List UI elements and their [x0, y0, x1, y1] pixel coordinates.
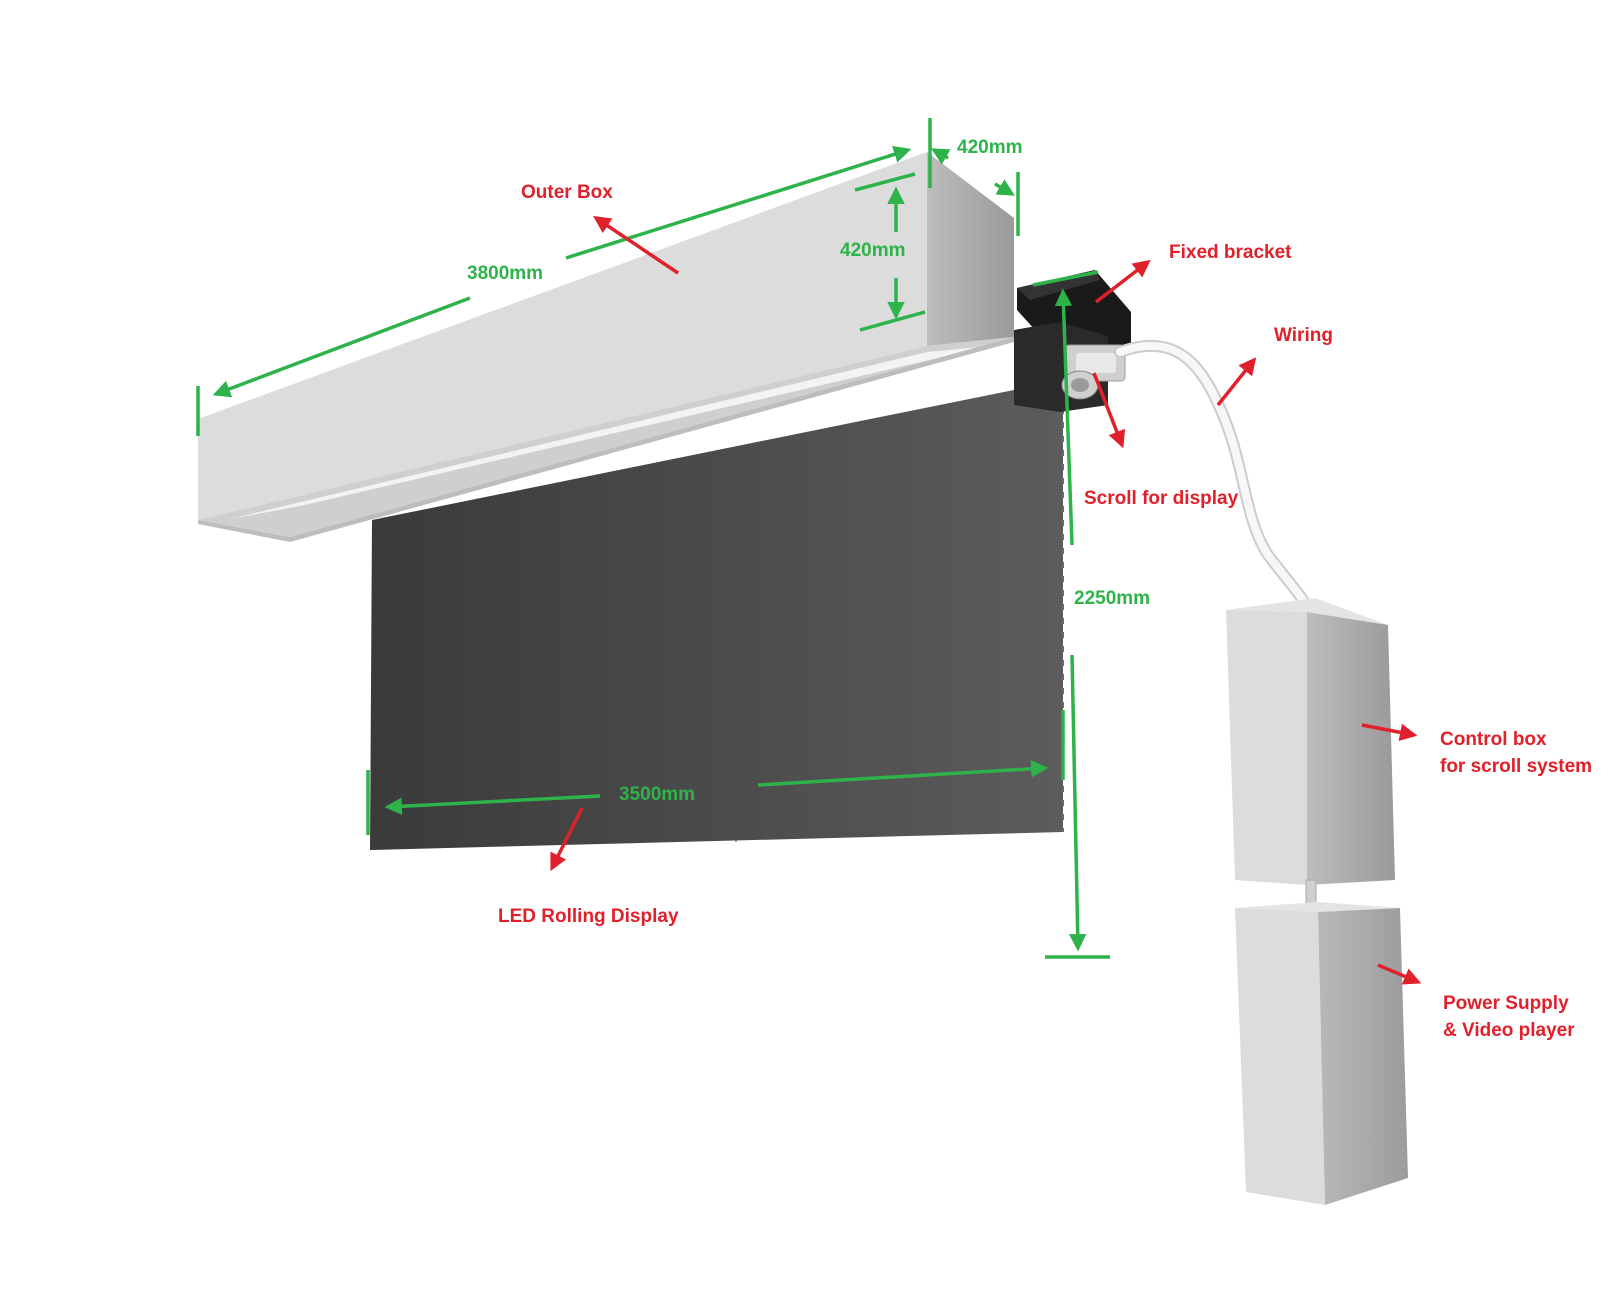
- label-wiring: Wiring: [1274, 325, 1333, 346]
- pointer-arrows: [550, 216, 1422, 985]
- label-fixed-bracket: Fixed bracket: [1169, 242, 1292, 263]
- label-led-rolling-display: LED Rolling Display: [498, 906, 679, 927]
- dim-outer-box-length: 3800mm: [467, 263, 543, 284]
- dim-display-width: 3500mm: [619, 784, 695, 805]
- outer-box: [198, 152, 1014, 542]
- dim-outer-box-height: 420mm: [840, 240, 906, 261]
- label-outer-box: Outer Box: [521, 182, 613, 203]
- led-rolling-display: [370, 380, 1064, 850]
- dim-outer-box-depth: 420mm: [957, 137, 1023, 158]
- label-scroll-for-display: Scroll for display: [1084, 488, 1239, 509]
- control-box: [1226, 598, 1395, 885]
- dimension-lines: [196, 118, 1110, 959]
- scroll-motor: [1014, 322, 1126, 412]
- label-control-box-line1: Control box: [1440, 729, 1547, 750]
- label-control-box-line2: for scroll system: [1440, 756, 1592, 777]
- label-power-supply-line1: Power Supply: [1443, 993, 1569, 1014]
- dim-display-height: 2250mm: [1074, 588, 1150, 609]
- label-power-supply-line2: & Video player: [1443, 1020, 1575, 1041]
- power-supply-box: [1235, 902, 1408, 1205]
